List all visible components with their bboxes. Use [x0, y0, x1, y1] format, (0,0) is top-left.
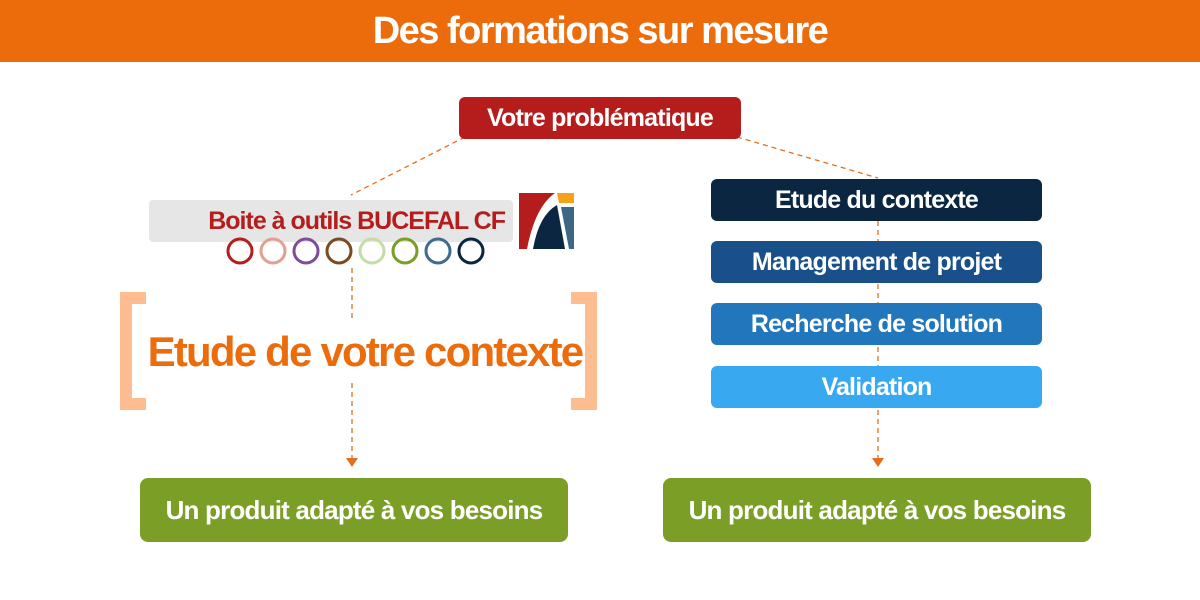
step-context-study: Etude du contexte: [711, 179, 1042, 221]
ring-4: [325, 237, 353, 265]
result-box-right: Un produit adapté à vos besoins: [663, 478, 1091, 542]
color-rings: [226, 237, 485, 265]
ring-7: [424, 237, 452, 265]
problem-box: Votre problématique: [459, 97, 741, 139]
step-solution-research: Recherche de solution: [711, 303, 1042, 345]
result-label: Un produit adapté à vos besoins: [688, 494, 1067, 525]
step-label: Management de projet: [751, 247, 1002, 276]
toolbox-bar: Boite à outils BUCEFAL CF: [149, 200, 513, 242]
problem-label: Votre problématique: [486, 103, 714, 132]
arrowhead-left: [346, 458, 358, 467]
step-label: Recherche de solution: [750, 309, 1003, 338]
ring-6: [391, 237, 419, 265]
step-label: Etude du contexte: [774, 185, 979, 214]
arrowhead-right: [872, 458, 884, 467]
connector-problem-left: [350, 136, 466, 196]
result-label: Un produit adapté à vos besoins: [165, 494, 544, 525]
ring-8: [457, 237, 485, 265]
ring-5: [358, 237, 386, 265]
bucefal-logo-icon: [519, 193, 574, 249]
ring-2: [259, 237, 287, 265]
ring-1: [226, 237, 254, 265]
bracket-left: [120, 292, 146, 410]
context-title: Etude de votre contexte: [147, 328, 585, 375]
page-title: Des formations sur mesure: [372, 9, 829, 52]
ring-3: [292, 237, 320, 265]
step-project-management: Management de projet: [711, 241, 1042, 283]
step-validation: Validation: [711, 366, 1042, 408]
bracket-right: [571, 292, 597, 410]
header-banner: Des formations sur mesure: [0, 0, 1200, 62]
result-box-left: Un produit adapté à vos besoins: [140, 478, 568, 542]
toolbox-label: Boite à outils BUCEFAL CF: [208, 206, 506, 235]
connector-problem-right: [736, 136, 879, 179]
step-label: Validation: [821, 372, 932, 401]
